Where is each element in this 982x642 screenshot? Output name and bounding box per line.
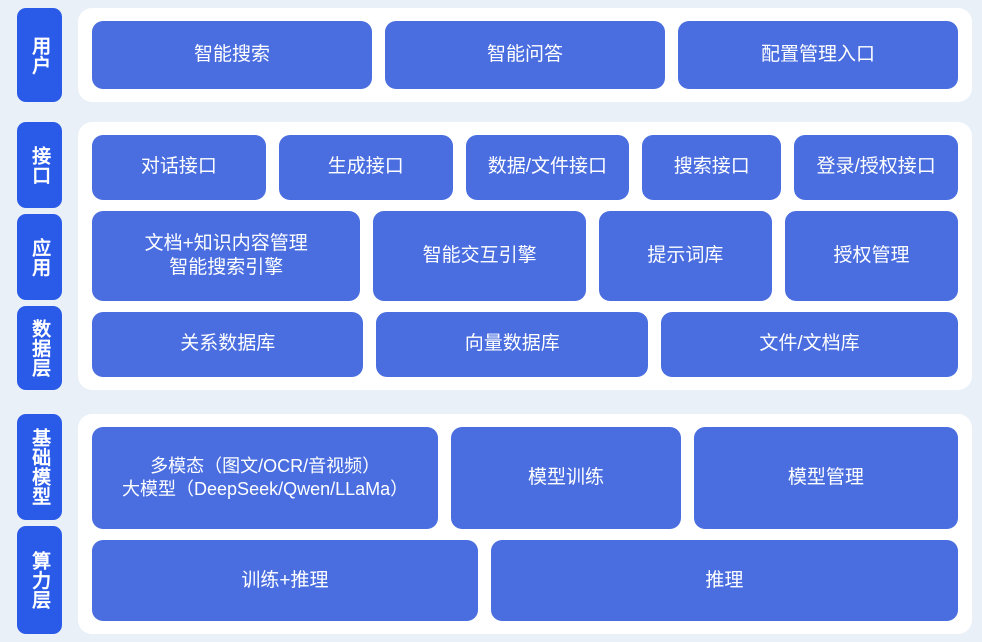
box-authorization-management[interactable]: 授权管理 bbox=[784, 211, 959, 301]
application-row: 文档+知识内容管理 智能搜索引擎 智能交互引擎 提示词库 授权管理 bbox=[92, 211, 959, 301]
box-model-training[interactable]: 模型训练 bbox=[451, 427, 681, 530]
data-row: 关系数据库 向量数据库 文件/文档库 bbox=[92, 311, 958, 378]
user-layer-card: 智能搜索 智能问答 配置管理入口 bbox=[78, 8, 972, 102]
box-smart-qa[interactable]: 智能问答 bbox=[385, 21, 665, 89]
box-login-auth-api[interactable]: 登录/授权接口 bbox=[794, 135, 958, 201]
layer-tab-interface[interactable]: 接口 bbox=[17, 122, 62, 208]
box-search-api[interactable]: 搜索接口 bbox=[642, 135, 782, 201]
box-prompt-library[interactable]: 提示词库 bbox=[598, 211, 772, 301]
box-multimodal-foundation-model[interactable]: 多模态（图文/OCR/音视频） 大模型（DeepSeek/Qwen/LLaMa） bbox=[92, 427, 439, 530]
box-interaction-engine[interactable]: 智能交互引擎 bbox=[373, 211, 586, 301]
user-entry-row: 智能搜索 智能问答 配置管理入口 bbox=[92, 21, 958, 89]
box-config-management[interactable]: 配置管理入口 bbox=[678, 21, 958, 89]
layer-tab-compute[interactable]: 算力层 bbox=[17, 526, 62, 634]
box-vector-database[interactable]: 向量数据库 bbox=[376, 311, 648, 378]
middle-tab-column: 接口 应用 数据层 bbox=[0, 122, 62, 390]
model-row: 多模态（图文/OCR/音视频） 大模型（DeepSeek/Qwen/LLaMa）… bbox=[92, 427, 958, 530]
platform-tab-column: 基础模型 算力层 bbox=[0, 414, 62, 634]
user-layer-band: 用户 智能搜索 智能问答 配置管理入口 bbox=[0, 8, 982, 102]
box-inference[interactable]: 推理 bbox=[490, 540, 958, 621]
box-smart-search[interactable]: 智能搜索 bbox=[92, 21, 372, 89]
box-dialog-api[interactable]: 对话接口 bbox=[92, 135, 266, 201]
user-tab-column: 用户 bbox=[0, 8, 62, 102]
compute-row: 训练+推理 推理 bbox=[92, 540, 958, 621]
layer-tab-foundation-model[interactable]: 基础模型 bbox=[17, 414, 62, 520]
interface-row: 对话接口 生成接口 数据/文件接口 搜索接口 登录/授权接口 bbox=[92, 135, 958, 201]
box-doc-knowledge-management[interactable]: 文档+知识内容管理 智能搜索引擎 bbox=[92, 211, 361, 301]
layer-tab-user[interactable]: 用户 bbox=[17, 8, 62, 102]
platform-layer-card: 多模态（图文/OCR/音视频） 大模型（DeepSeek/Qwen/LLaMa）… bbox=[78, 414, 972, 634]
platform-layer-band: 基础模型 算力层 多模态（图文/OCR/音视频） 大模型（DeepSeek/Qw… bbox=[0, 414, 982, 634]
box-model-management[interactable]: 模型管理 bbox=[693, 427, 958, 530]
middle-layer-band: 接口 应用 数据层 对话接口 生成接口 数据/文件接口 搜索接口 登录/授权接口… bbox=[0, 122, 982, 390]
box-training-inference[interactable]: 训练+推理 bbox=[92, 540, 478, 621]
layer-tab-application[interactable]: 应用 bbox=[17, 214, 62, 300]
box-file-document-store[interactable]: 文件/文档库 bbox=[660, 311, 958, 378]
layer-tab-data[interactable]: 数据层 bbox=[17, 306, 62, 390]
box-generate-api[interactable]: 生成接口 bbox=[278, 135, 453, 201]
box-relational-database[interactable]: 关系数据库 bbox=[92, 311, 364, 378]
box-data-file-api[interactable]: 数据/文件接口 bbox=[465, 135, 630, 201]
middle-layer-card: 对话接口 生成接口 数据/文件接口 搜索接口 登录/授权接口 文档+知识内容管理… bbox=[78, 122, 972, 390]
